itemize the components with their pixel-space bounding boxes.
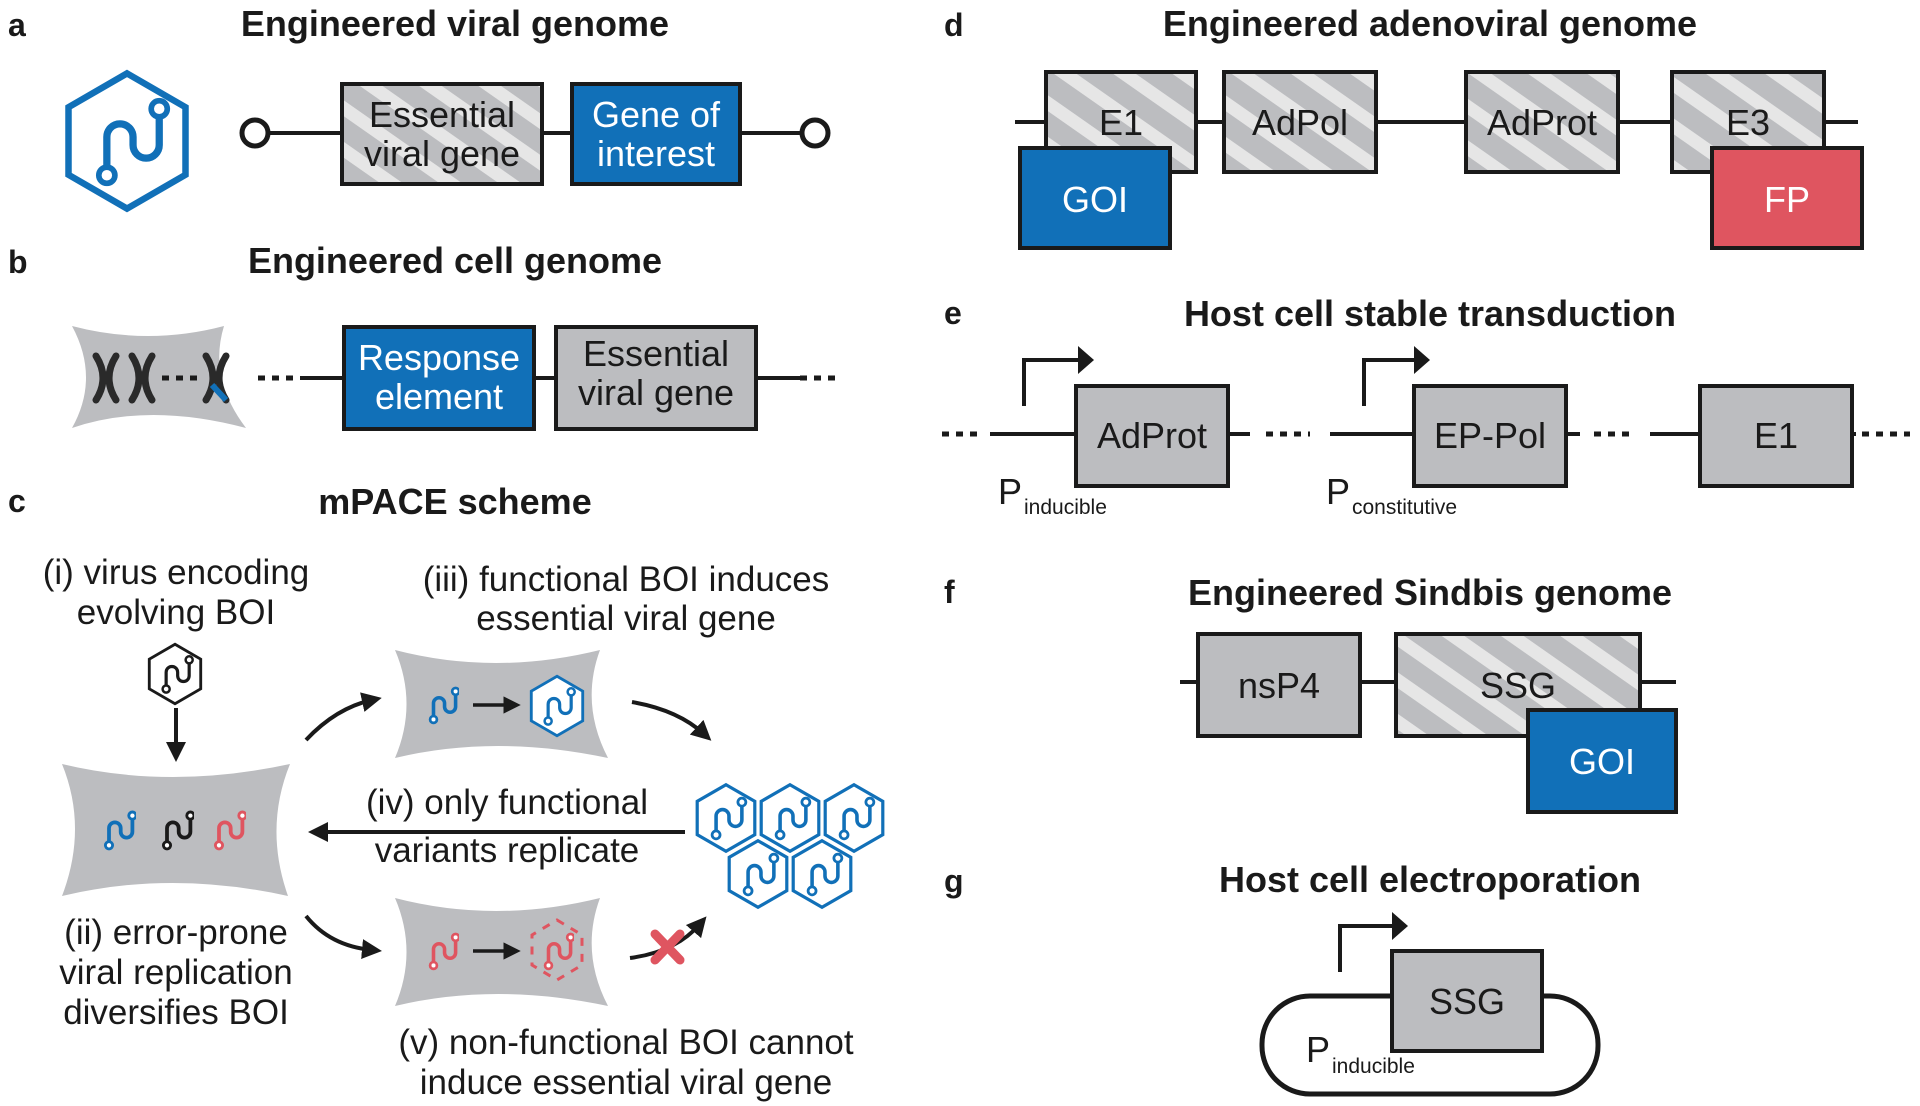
gene-adprot-label: AdProt xyxy=(1487,102,1597,143)
genome-end-left xyxy=(239,117,271,149)
step-iii-label-1: (iii) functional BOI induces xyxy=(423,560,830,599)
panel-b: b Engineered cell genome Response elemen… xyxy=(8,240,840,431)
panel-d: d Engineered adenoviral genome E1 AdPol … xyxy=(944,3,1864,250)
gene-adprot-box-e xyxy=(1074,384,1230,488)
panel-letter-a: a xyxy=(8,7,26,43)
response-element-box xyxy=(342,325,536,431)
panel-a: a Engineered viral genome Essential vira… xyxy=(8,3,831,209)
fp-label: FP xyxy=(1764,179,1810,220)
step-ii-label-3: diversifies BOI xyxy=(63,993,289,1032)
gene-adpol-label: AdPol xyxy=(1252,102,1348,143)
gene-adprot-label-e: AdProt xyxy=(1097,415,1207,456)
panel-c-title: mPACE scheme xyxy=(318,481,591,522)
step-v-label-2: induce essential viral gene xyxy=(420,1063,832,1102)
genome-end-right xyxy=(799,117,831,149)
dashed-virus-icon xyxy=(530,918,584,982)
promoter-g-sub: inducible xyxy=(1332,1055,1415,1078)
step-iv-label-1: (iv) only functional xyxy=(366,783,648,822)
panel-g-title: Host cell electroporation xyxy=(1219,859,1641,900)
gene-e1-box-e xyxy=(1698,384,1854,488)
essential-viral-gene-box-b xyxy=(554,325,758,431)
panel-a-title: Engineered viral genome xyxy=(241,3,669,44)
gene-nsp4-label: nsP4 xyxy=(1238,665,1320,706)
step-v-label-1: (v) non-functional BOI cannot xyxy=(398,1023,854,1062)
gene-of-interest-box xyxy=(570,82,742,186)
promoter-arrow-icon xyxy=(1022,346,1094,406)
gene-nsp4-box xyxy=(1196,632,1362,738)
gene-eppol-box xyxy=(1412,384,1568,488)
chromosome-icon xyxy=(92,352,230,404)
step-i-label-1: (i) virus encoding xyxy=(43,553,310,592)
step-iii-label-2: essential viral gene xyxy=(476,599,776,638)
panel-letter-e: e xyxy=(944,295,962,331)
step-ii-label-1: (ii) error-prone xyxy=(64,913,288,952)
gene-of-interest-label-2: interest xyxy=(597,133,715,174)
response-element-label-2: element xyxy=(375,376,503,417)
panel-letter-d: d xyxy=(944,7,964,43)
essential-viral-gene-box xyxy=(340,82,544,186)
essential-viral-gene-label-2: viral gene xyxy=(364,133,520,174)
panel-e-title: Host cell stable transduction xyxy=(1184,293,1676,334)
panel-letter-f: f xyxy=(944,574,955,610)
gene-ssg-label-f: SSG xyxy=(1480,665,1556,706)
step-ii-label-2: viral replication xyxy=(59,953,292,992)
gene-eppol-label: EP-Pol xyxy=(1434,415,1546,456)
panel-letter-g: g xyxy=(944,863,964,899)
step-iv-label-2: variants replicate xyxy=(375,831,640,870)
fp-box xyxy=(1710,146,1864,250)
gene-adprot-box xyxy=(1464,70,1620,174)
gene-adpol-box xyxy=(1222,70,1378,174)
promoter-constitutive-sub: constitutive xyxy=(1352,496,1457,519)
panel-g: g Host cell electroporation SSG P induci… xyxy=(944,859,1641,1097)
gene-e1-label: E1 xyxy=(1099,102,1143,143)
promoter-arrow-icon-2 xyxy=(1362,346,1430,406)
gene-e3-label: E3 xyxy=(1726,102,1770,143)
gene-ssg-box-g xyxy=(1390,949,1544,1053)
red-x-icon xyxy=(650,929,685,965)
response-element-label-1: Response xyxy=(358,337,520,378)
panel-f-title: Engineered Sindbis genome xyxy=(1188,572,1672,613)
essential-viral-gene-b-label-2: viral gene xyxy=(578,372,734,413)
essential-viral-gene-b-label-1: Essential xyxy=(583,333,729,374)
promoter-inducible-p: P xyxy=(998,471,1022,512)
goi-label-f: GOI xyxy=(1569,741,1635,782)
virus-hexagon-icon-top xyxy=(529,674,585,738)
gene-ssg-label-g: SSG xyxy=(1429,981,1505,1022)
goi-box-f xyxy=(1526,708,1678,814)
panel-b-title: Engineered cell genome xyxy=(248,240,662,281)
step-i-label-2: evolving BOI xyxy=(77,593,275,632)
promoter-inducible-sub: inducible xyxy=(1024,496,1107,519)
promoter-g-p: P xyxy=(1306,1029,1330,1070)
essential-viral-gene-label-1: Essential xyxy=(369,94,515,135)
goi-box-d xyxy=(1018,146,1172,250)
virus-hexagon-icon xyxy=(69,73,186,208)
cell-icon-center xyxy=(62,764,290,896)
promoter-constitutive-p: P xyxy=(1326,471,1350,512)
gene-e1-label-e: E1 xyxy=(1754,415,1798,456)
virus-hexagon-icon-input xyxy=(147,642,203,706)
virus-cluster xyxy=(695,783,885,909)
goi-label-d: GOI xyxy=(1062,179,1128,220)
panel-letter-b: b xyxy=(8,244,28,280)
promoter-arrow-icon-3 xyxy=(1338,912,1408,972)
panel-e: e Host cell stable transduction AdProt P… xyxy=(942,293,1910,519)
gene-of-interest-label-1: Gene of xyxy=(592,94,721,135)
panel-f: f Engineered Sindbis genome nsP4 SSG GOI xyxy=(944,572,1678,814)
panel-letter-c: c xyxy=(8,483,26,519)
panel-c: c mPACE scheme (i) virus encoding evolvi… xyxy=(8,481,885,1102)
panel-d-title: Engineered adenoviral genome xyxy=(1163,3,1697,44)
